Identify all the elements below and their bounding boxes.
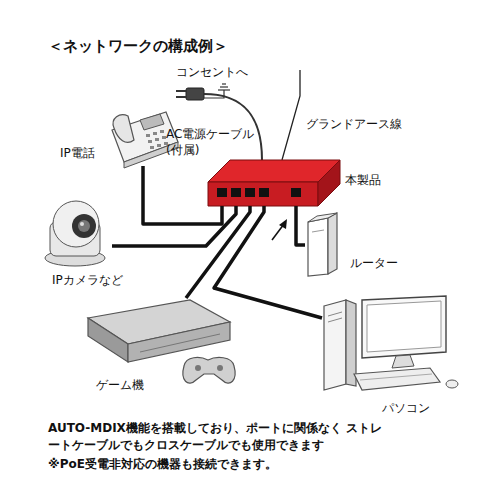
device-node: ゲーム機 xyxy=(78,298,230,370)
game-console xyxy=(88,300,230,362)
device-node: パソコン xyxy=(322,294,448,390)
ground-wire xyxy=(282,70,300,160)
cable-line xyxy=(112,206,236,246)
device-node: 本製品 xyxy=(205,158,340,206)
annotation-label: AC電源ケーブル (付属) xyxy=(166,126,258,158)
caption-text: AUTO-MDIX機能を搭載しており、ポートに関係なく ストレートケーブルでもク… xyxy=(48,420,393,454)
uplink-arrow-head xyxy=(279,219,287,229)
router xyxy=(308,213,337,276)
annotation-label: グランドアース線 xyxy=(306,116,402,132)
device-label: ゲーム機 xyxy=(96,377,144,393)
ip-camera xyxy=(45,201,105,266)
diagram-title: ＜ネットワークの構成例＞ xyxy=(48,36,228,56)
cable-line xyxy=(296,206,305,245)
device-label: IPカメラなど xyxy=(52,272,123,288)
annotation-label: コンセントへ xyxy=(176,64,248,80)
cable-line xyxy=(214,206,322,318)
device-label: パソコン xyxy=(382,400,430,416)
game-controller xyxy=(183,358,235,384)
annotation-label: ※PoE受電非対応の機器も接続できます。 xyxy=(48,456,277,472)
personal-computer xyxy=(324,296,458,390)
cable-line xyxy=(143,166,222,224)
device-label: 本製品 xyxy=(345,172,381,188)
device-node: IPカメラなど xyxy=(38,196,112,266)
device-label: ルーター xyxy=(350,255,398,271)
device-node: ルーター xyxy=(305,214,339,276)
device-node: IP電話 xyxy=(108,106,178,166)
device-label: IP電話 xyxy=(60,145,95,161)
switch-body xyxy=(208,160,340,206)
